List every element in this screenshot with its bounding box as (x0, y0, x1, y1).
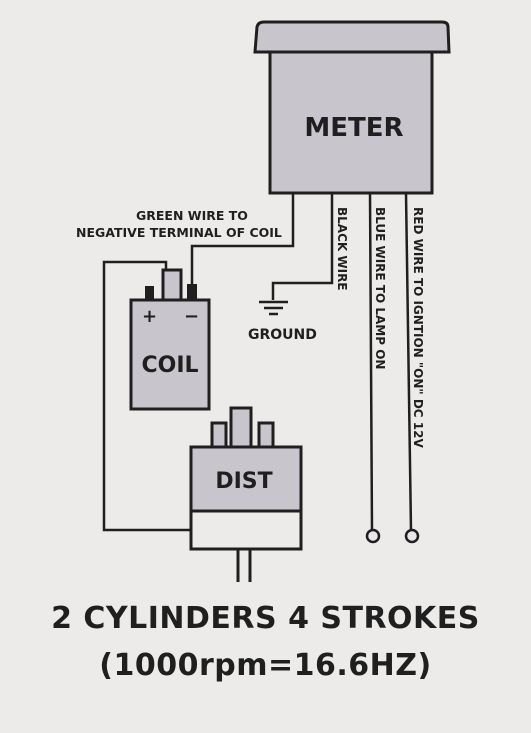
green-wire (190, 193, 295, 285)
coil-body (129, 298, 211, 411)
blue-wire-label: BLUE WIRE TO LAMP ON (373, 207, 387, 369)
coil-terminal-minus (187, 284, 197, 300)
coil-terminal-plus (145, 286, 154, 300)
dist-body (189, 445, 303, 513)
blue-wire (368, 192, 374, 532)
distributor: DIST (189, 406, 303, 582)
coil-label: COIL (141, 353, 198, 378)
coil-to-dist-wire (102, 260, 237, 532)
dist-cap-post-right (257, 421, 275, 450)
ground-label: GROUND (248, 327, 317, 343)
black-wire-label: BLACK WIRE (335, 207, 349, 291)
dist-base (189, 509, 303, 551)
black-wire (271, 193, 334, 300)
green-wire-label-line1: GREEN WIRE TO (136, 208, 248, 223)
red-wire (404, 192, 413, 532)
coil-center-post (161, 268, 183, 302)
coil-minus-sign: − (184, 306, 199, 327)
meter: METER (253, 20, 451, 195)
coil: + − COIL (129, 268, 211, 411)
meter-body (268, 50, 434, 195)
dist-cap-post-center (229, 406, 253, 450)
caption-subtitle: (1000rpm=16.6HZ) (99, 648, 432, 683)
green-wire-label-line2: NEGATIVE TERMINAL OF COIL (76, 225, 282, 240)
coil-plus-sign: + (142, 306, 157, 327)
meter-label: METER (304, 113, 403, 143)
dist-label: DIST (215, 469, 272, 494)
dist-cap-post-left (210, 421, 228, 450)
blue-wire-terminal (365, 528, 381, 544)
red-wire-terminal (404, 528, 420, 544)
ground-symbol (259, 300, 288, 316)
caption-title: 2 CYLINDERS 4 STROKES (51, 601, 480, 636)
meter-bezel (253, 20, 451, 54)
red-wire-label: RED WIRE TO IGNTION "ON" DC 12V (411, 207, 425, 448)
